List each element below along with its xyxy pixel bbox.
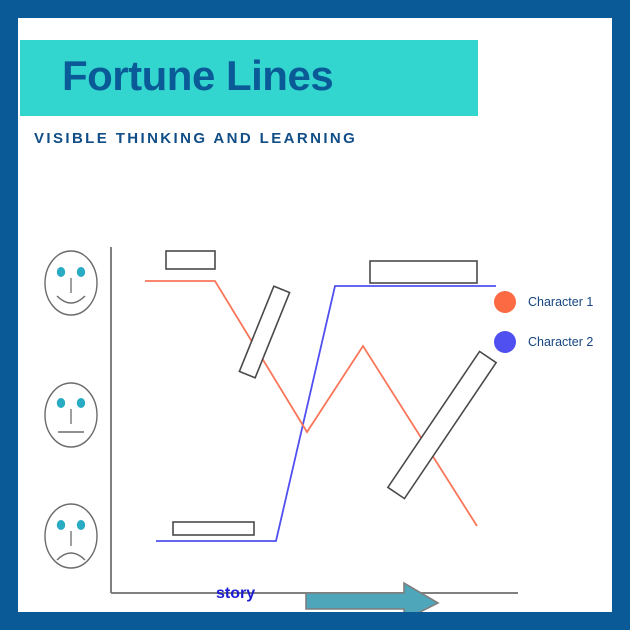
- note-box-lower-right[interactable]: [386, 350, 498, 500]
- note-box-bottom-left[interactable]: [172, 521, 255, 536]
- poster-inner: Fortune Lines VISIBLE THINKING AND LEARN…: [18, 18, 612, 612]
- title-banner: [20, 40, 478, 116]
- sad-face-icon: [44, 503, 98, 569]
- legend-dot-character-2: [494, 331, 516, 353]
- x-axis-label: story: [216, 585, 256, 602]
- fortune-lines-chart: [18, 18, 612, 612]
- note-box-upper-mid[interactable]: [238, 285, 291, 379]
- page-title: Fortune Lines: [62, 52, 334, 99]
- legend-item-character-1[interactable]: Character 1: [494, 282, 612, 322]
- note-box-top-left[interactable]: [165, 250, 216, 270]
- neutral-face-icon: [44, 382, 98, 448]
- legend-item-character-2[interactable]: Character 2: [494, 322, 612, 362]
- legend-dot-character-1: [494, 291, 516, 313]
- character-2-line: [156, 285, 496, 542]
- story-arrow-icon: [305, 581, 440, 612]
- character-1-line: [145, 280, 478, 527]
- legend-label-character-1: Character 1: [528, 295, 594, 309]
- chart-legend: Character 1 Character 2: [494, 282, 612, 362]
- page-subtitle: VISIBLE THINKING AND LEARNING: [34, 130, 358, 147]
- legend-label-character-2: Character 2: [528, 335, 594, 349]
- happy-face-icon: [44, 250, 98, 316]
- note-box-top-right[interactable]: [369, 260, 478, 284]
